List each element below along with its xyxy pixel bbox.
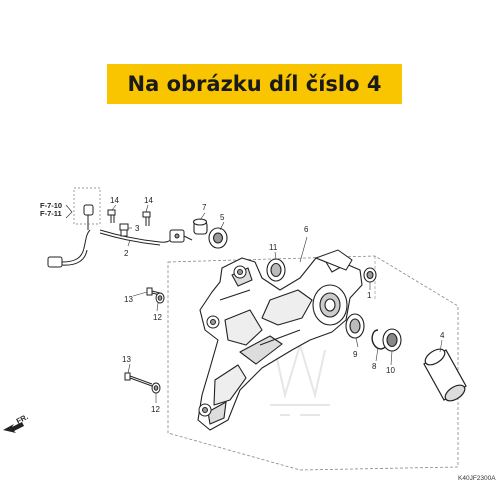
callout-7: 7: [202, 203, 207, 212]
callout-9: 9: [353, 350, 358, 359]
part-7-collar: [192, 218, 208, 235]
part-10-oil-seal: [382, 328, 402, 352]
callout-12-upper: 12: [153, 313, 162, 322]
part-11-oil-seal: [266, 258, 286, 282]
callout-3: 3: [135, 224, 140, 233]
part-number-banner: Na obrázku díl číslo 4: [107, 64, 402, 104]
front-arrow-label: FR.: [15, 412, 30, 426]
leader-lines: [111, 204, 443, 403]
callout-12-lower: 12: [151, 405, 160, 414]
callout-14-b: 14: [144, 196, 153, 205]
callout-8: 8: [372, 362, 377, 371]
callout-4: 4: [440, 331, 445, 340]
part-9-bearing: [345, 313, 365, 339]
part-14-bolt-a: [107, 209, 116, 223]
part-12-nut-lower: [151, 382, 161, 394]
swingarm-bore: [312, 284, 348, 326]
callout-14-a: 14: [110, 196, 119, 205]
callout-13-upper: 13: [124, 295, 133, 304]
callout-6: 6: [304, 225, 309, 234]
part-13-bolt-lower: [124, 372, 153, 387]
part-12-nut-upper: [155, 292, 165, 304]
part-1-bearing: [363, 267, 377, 283]
connector-ref-box: [73, 187, 101, 225]
part-14-bolt-b: [142, 211, 151, 226]
ref-label-2: F-7-11: [40, 209, 62, 218]
drawing-code: K40JF2300A: [458, 475, 496, 482]
callout-13-lower: 13: [122, 355, 131, 364]
swingarm-bracket: [198, 249, 353, 417]
ref-bracket: [65, 204, 73, 219]
banner-text: Na obrázku díl číslo 4: [127, 72, 382, 96]
callout-1: 1: [367, 291, 372, 300]
part-3-clamp: [119, 223, 129, 237]
wiring-harness: [47, 204, 94, 268]
callout-10: 10: [386, 366, 395, 375]
callout-5: 5: [220, 213, 225, 222]
part-5-bearing: [208, 227, 228, 249]
front-direction-arrow: FR.: [3, 412, 30, 433]
callout-2: 2: [124, 249, 129, 258]
part-4-collar: [423, 348, 467, 402]
callout-11: 11: [269, 243, 278, 252]
part-2-speed-sensor: [99, 229, 193, 246]
ref-label-1: F-7-10: [40, 201, 62, 210]
